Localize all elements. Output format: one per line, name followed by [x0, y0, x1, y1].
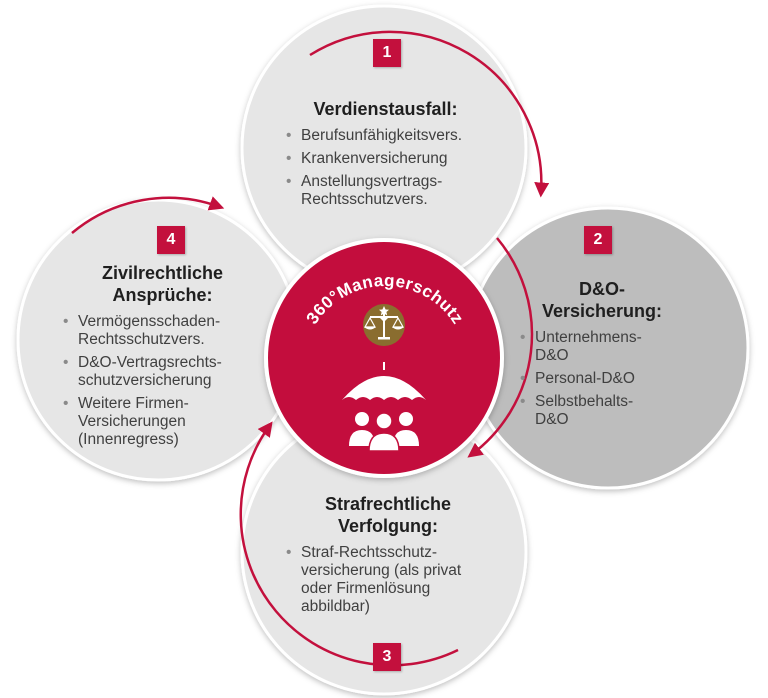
section-1-list: Berufsunfähigkeitsvers. Krankenversicher…: [283, 127, 488, 209]
badge-4: 4: [157, 226, 185, 254]
section-2-list: Unternehmens- D&O Personal-D&O Selbstbeh…: [517, 329, 687, 429]
badge-1: 1: [373, 39, 401, 67]
section-3-text: Strafrechtliche Verfolgung: Straf-Rechts…: [283, 493, 493, 621]
badge-3: 3: [373, 643, 401, 671]
list-item: Unternehmens- D&O: [517, 329, 687, 365]
list-item: Straf-Rechtsschutz- versicherung (als pr…: [283, 544, 493, 616]
list-item: Krankenversicherung: [283, 150, 488, 168]
people-group-icon: [349, 412, 419, 452]
section-3-list: Straf-Rechtsschutz- versicherung (als pr…: [283, 544, 493, 616]
scales-of-justice-icon: [363, 304, 405, 346]
section-4-text: Zivilrechtliche Ansprüche: Vermögensscha…: [60, 262, 265, 454]
umbrella-icon: [342, 362, 426, 400]
badge-2: 2: [584, 226, 612, 254]
section-2-title: D&O- Versicherung:: [541, 279, 663, 321]
section-1-text: Verdienstausfall: Berufsunfähigkeitsvers…: [283, 98, 488, 214]
section-4-list: Vermögensschaden- Rechtsschutzvers. D&O-…: [60, 313, 265, 449]
list-item: Weitere Firmen- Versicherungen (Innenreg…: [60, 395, 265, 449]
section-2-text: D&O- Versicherung: Unternehmens- D&O Per…: [517, 278, 687, 434]
list-item: D&O-Vertragsrechts- schutzversicherung: [60, 354, 265, 390]
list-item: Berufsunfähigkeitsvers.: [283, 127, 488, 145]
arc-4-to-1: [71, 196, 225, 234]
list-item: Personal-D&O: [517, 370, 687, 388]
section-1-title: Verdienstausfall:: [313, 99, 458, 119]
section-4-title: Zivilrechtliche Ansprüche:: [101, 263, 224, 305]
list-item: Vermögensschaden- Rechtsschutzvers.: [60, 313, 265, 349]
list-item: Selbstbehalts- D&O: [517, 393, 687, 429]
list-item: Anstellungsvertrags- Rechtsschutzvers.: [283, 173, 488, 209]
section-3-title: Strafrechtliche Verfolgung:: [324, 494, 452, 536]
arc-1-to-2: [309, 30, 550, 198]
center-circle: 360°Managerschutz: [264, 238, 504, 478]
